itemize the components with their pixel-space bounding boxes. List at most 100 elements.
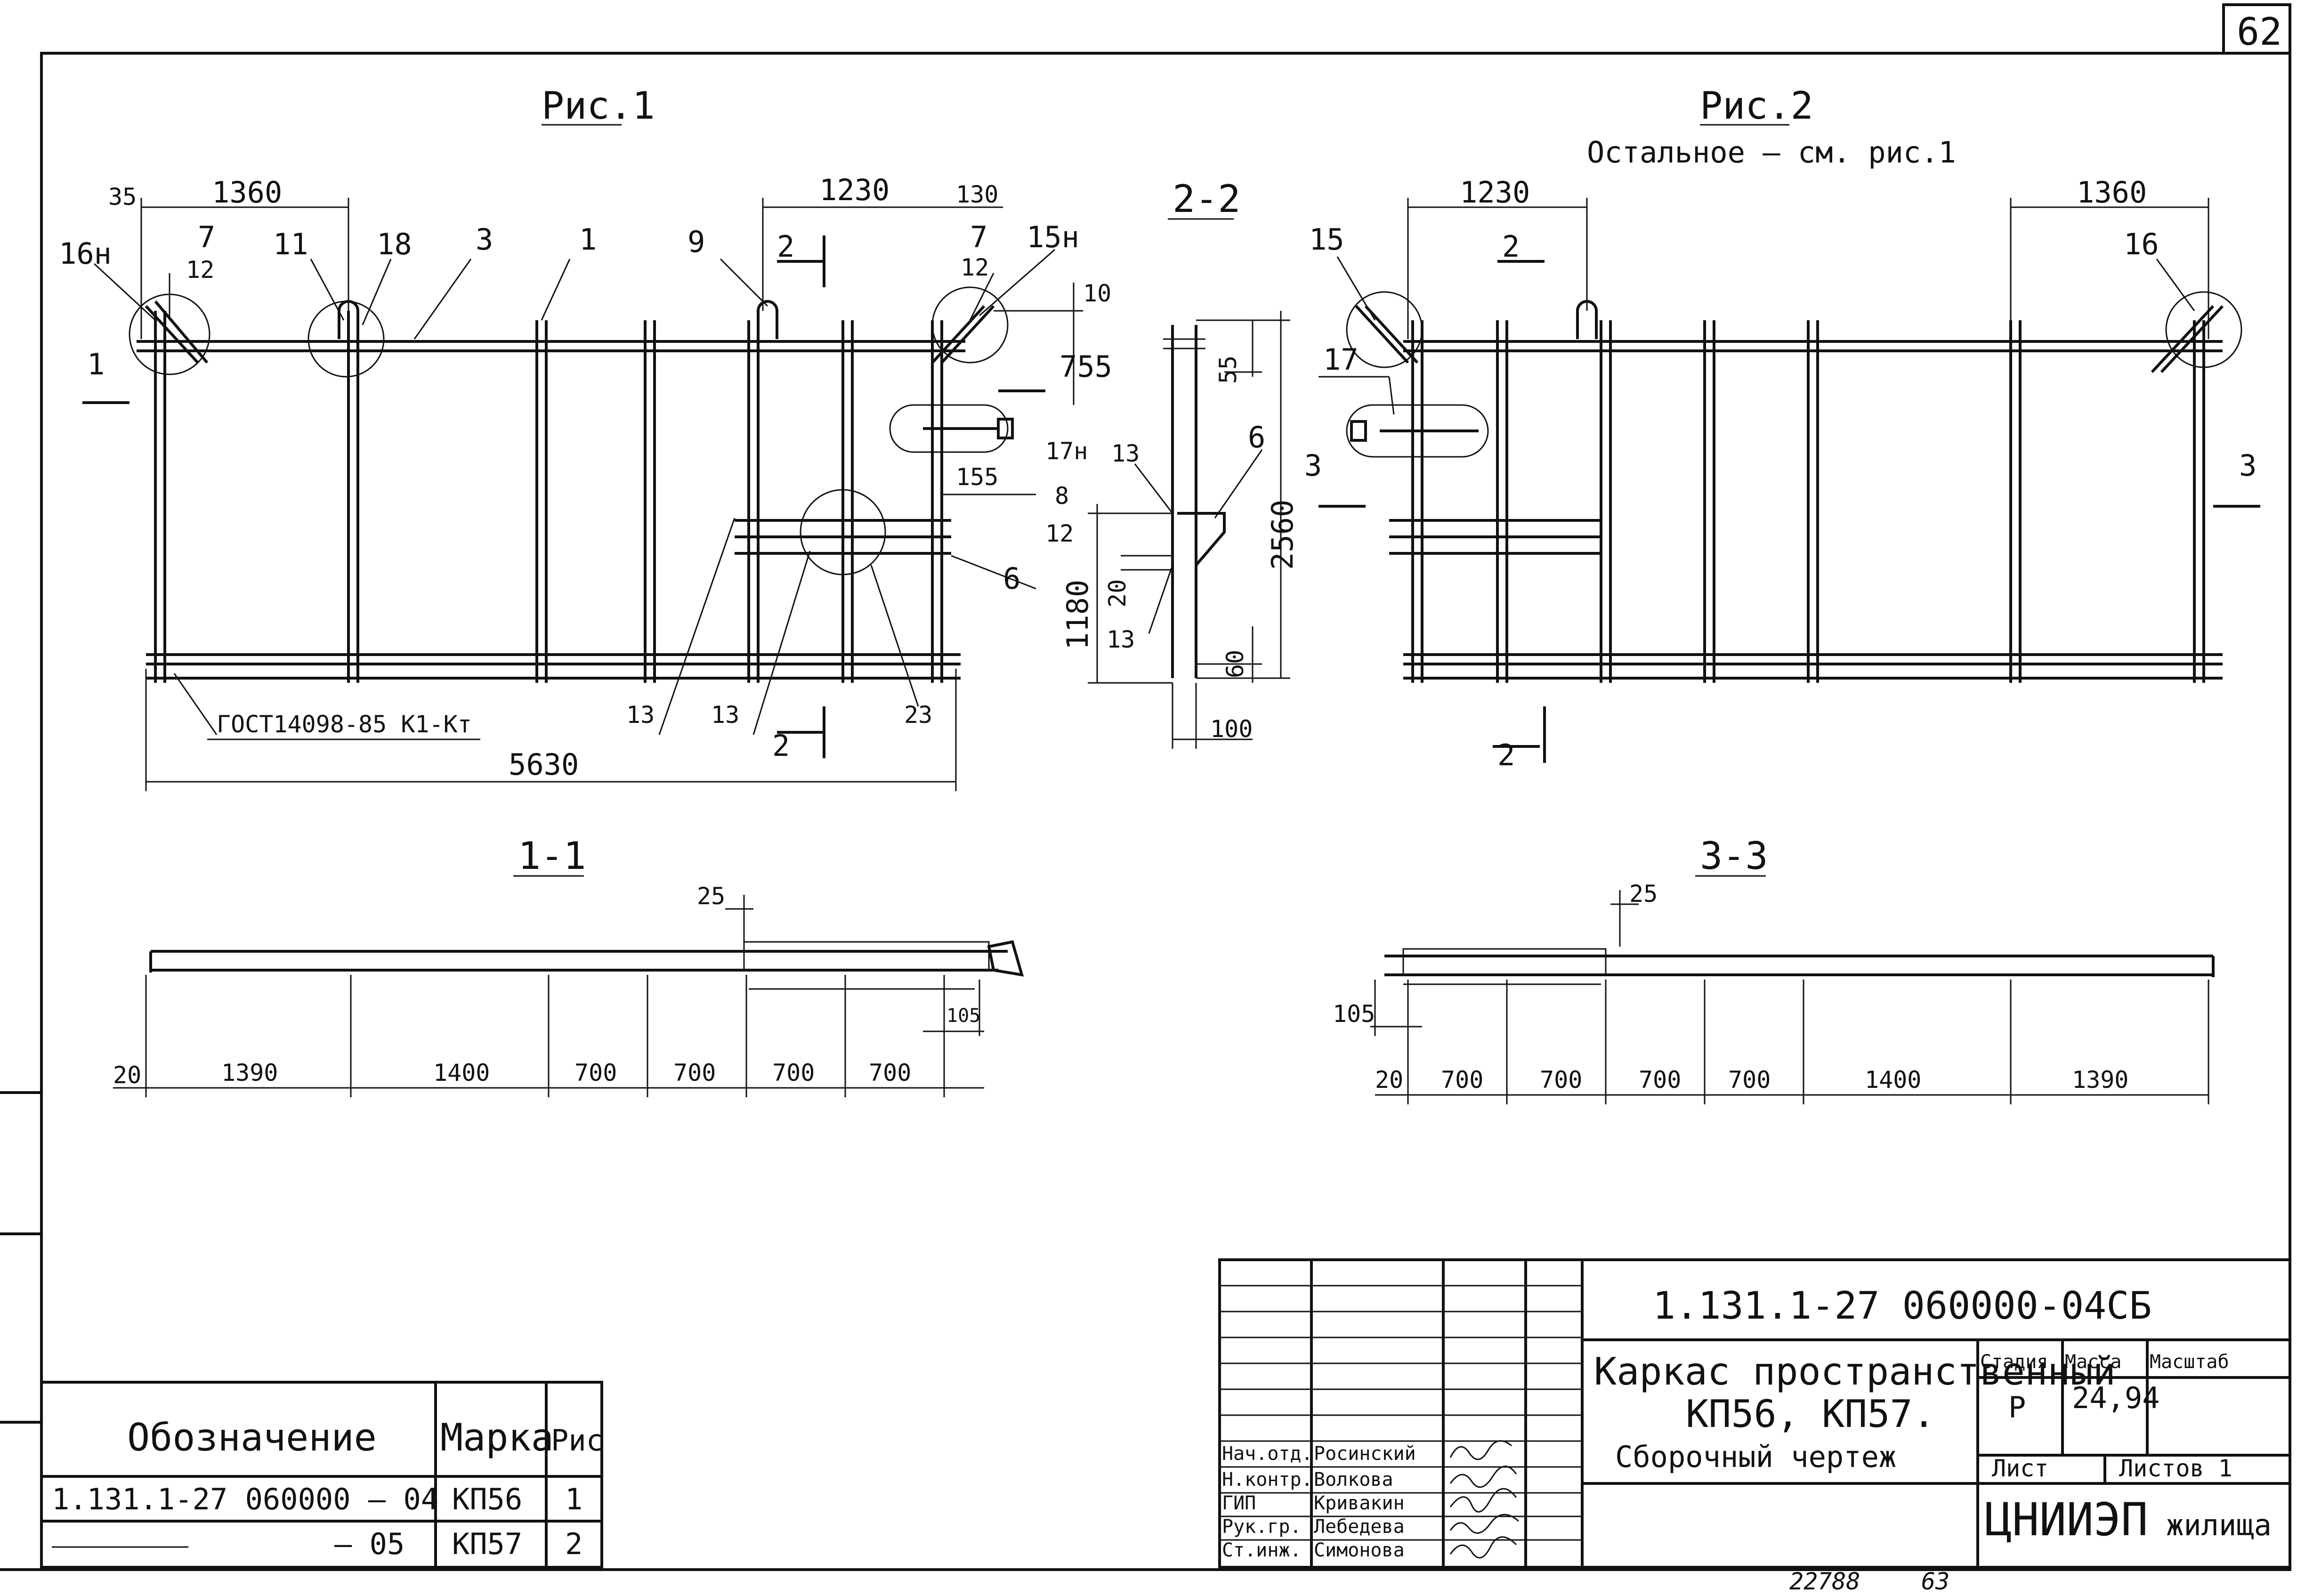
spec-row-2-mark: КП57 (452, 1527, 522, 1561)
section-marker-1: 1 (87, 347, 105, 381)
callout-13b: 13 (711, 701, 739, 729)
drawing-name-line1: Каркас пространственный (1594, 1350, 2116, 1393)
callout-6: 6 (1003, 561, 1020, 596)
spec-header-mark: Марка (440, 1416, 554, 1459)
scale-label: Масштаб (2150, 1351, 2229, 1373)
sec33-title: 3-3 (1700, 834, 1768, 878)
fig2-section-markers (1318, 260, 2260, 763)
section-marker-2b: 2 (772, 729, 790, 763)
fig2-callout-15: 15 (1309, 222, 1344, 257)
fig2-section-2a: 2 (1502, 229, 1520, 264)
sec33-dim-700b: 700 (1540, 1066, 1582, 1094)
fig2-subtitle: Остальное – см. рис.1 (1587, 135, 1956, 170)
section-2-2: 2-2 (1088, 177, 1290, 749)
drawing-name-line3: Сборочный чертеж (1615, 1440, 1896, 1474)
fig2-callout-17: 17 (1323, 342, 1359, 377)
sec33-dim-1400: 1400 (1865, 1066, 1921, 1094)
dim-1180: 1180 (1060, 580, 1095, 650)
fig2-rebar (1346, 291, 2242, 683)
fig2-section-3b: 3 (2239, 448, 2257, 483)
sec33-dim-105: 105 (1333, 1000, 1375, 1028)
sec11-title: 1-1 (518, 834, 586, 878)
dim-1360: 1360 (212, 175, 282, 210)
fig2-section-3a: 3 (1304, 448, 1322, 483)
spec-header-designation: Обозначение (127, 1416, 377, 1459)
spec-row-1-mark: КП56 (452, 1482, 522, 1516)
callout-11: 11 (273, 227, 308, 261)
callout-16n: 16н (59, 236, 112, 271)
callout-12b: 12 (961, 254, 989, 281)
name-5: Симонова (1314, 1539, 1405, 1561)
stage-label: Стадия (1980, 1351, 2048, 1373)
fig1-section-markers (82, 235, 1045, 758)
fig1-dimensions (140, 198, 1083, 791)
org-name: ЦНИИЭП (1985, 1493, 2148, 1546)
callout-7b: 7 (970, 220, 987, 254)
callout-18: 18 (377, 227, 412, 261)
callout-13a: 13 (626, 701, 655, 729)
dim-755: 755 (1060, 349, 1112, 384)
callout-8: 8 (1055, 482, 1069, 510)
sec33-dim-700c: 700 (1639, 1066, 1681, 1094)
sheet-label: Лист (1992, 1455, 2048, 1482)
name-4: Лебедева (1314, 1516, 1405, 1538)
signature-5 (1449, 1536, 1517, 1559)
drawing-name-line2: КП56, КП57. (1686, 1392, 1935, 1436)
sec33-dim-700d: 700 (1728, 1066, 1771, 1094)
callout-1: 1 (579, 222, 597, 257)
dim-55: 55 (1214, 356, 1242, 384)
doc-code: 1.131.1-27 060000-04СБ (1653, 1284, 2152, 1328)
spec-row-1-designation: 1.131.1-27 060000 – 04 (52, 1482, 438, 1516)
sec22-callout-13b: 13 (1107, 626, 1135, 653)
callout-3: 3 (476, 222, 493, 257)
fig1-title: Рис.1 (542, 84, 655, 128)
sec22-title: 2-2 (1173, 177, 1241, 221)
signature-4 (1449, 1514, 1519, 1534)
sheet-frame (0, 3, 2291, 1571)
signatures (1449, 1440, 1519, 1559)
spec-row-2-fig: 2 (565, 1527, 582, 1561)
org-suffix: жилища (2166, 1508, 2272, 1542)
role-2: Н.контр. (1222, 1469, 1313, 1491)
name-1: Росинский (1314, 1443, 1416, 1465)
dim-5630: 5630 (509, 747, 579, 782)
spec-row-2-designation: – 05 (334, 1527, 404, 1561)
sec11-dim-700a: 700 (574, 1059, 617, 1086)
sheet-number: 62 (2237, 10, 2282, 54)
dim-20: 20 (1104, 579, 1131, 608)
dim-35: 35 (108, 183, 137, 211)
fig2-drawing: Рис.2 Остальное – см. рис.1 (1304, 84, 2260, 772)
title-block (1218, 1258, 2291, 1569)
fig1-leaders (93, 249, 1055, 735)
sec11-dim-20: 20 (113, 1061, 141, 1089)
bottom-code-left: 22788 (1789, 1568, 1860, 1595)
name-3: Кривакин (1314, 1492, 1405, 1514)
sec11-dim-25: 25 (697, 883, 725, 910)
sec22-callout-13a: 13 (1111, 440, 1140, 467)
callout-9: 9 (687, 225, 705, 259)
fig2-dimensions (1318, 198, 2209, 415)
dim-60: 60 (1221, 650, 1249, 678)
dim-1230: 1230 (819, 173, 890, 207)
callout-12a: 12 (186, 256, 214, 284)
dim-10: 10 (1083, 280, 1111, 307)
sec11-dim-700c: 700 (772, 1059, 815, 1086)
callout-23: 23 (904, 701, 932, 729)
fig1-drawing: Рис.1 (59, 84, 1112, 791)
fig2-section-2b: 2 (1497, 738, 1515, 772)
name-2: Волкова (1314, 1469, 1393, 1491)
callout-17n: 17н (1045, 437, 1088, 465)
section-3-3: 3-3 (1370, 834, 2215, 1104)
role-1: Нач.отд. (1222, 1443, 1313, 1465)
callout-7: 7 (198, 220, 215, 254)
sheets-label: Листов 1 (2119, 1455, 2232, 1482)
role-4: Рук.гр. (1222, 1516, 1302, 1538)
callout-15n: 15н (1027, 220, 1079, 254)
sec33-dim-700a: 700 (1441, 1066, 1483, 1094)
role-5: Ст.инж. (1222, 1539, 1302, 1561)
sec22-callout-6: 6 (1248, 420, 1265, 454)
dim-2560: 2560 (1265, 500, 1300, 570)
callout-12c: 12 (1045, 520, 1074, 547)
fig2-dim-1360: 1360 (2077, 175, 2147, 210)
